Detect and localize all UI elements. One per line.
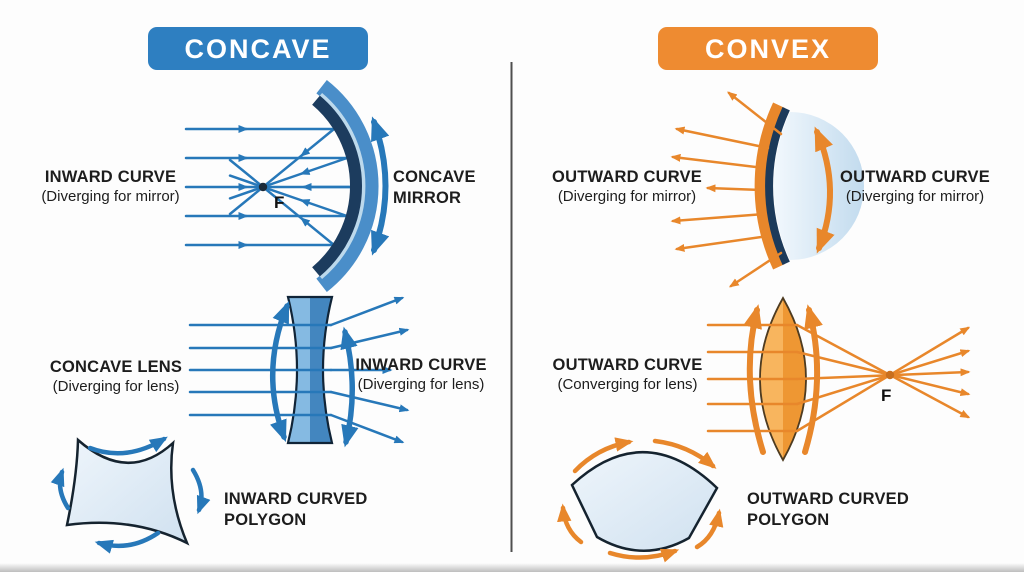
label-title: INWARD CURVE (44, 168, 177, 186)
focal-point (885, 370, 895, 380)
curve-arrow-left (557, 503, 584, 545)
curve-arrow-bottom-right (694, 508, 724, 550)
curvature-arrow (814, 126, 835, 254)
convex-mirror-surface (765, 107, 790, 265)
label-title: CONCAVE LENS (49, 358, 183, 376)
label-sub: (Diverging for mirror) (41, 188, 180, 205)
curvature-arrow-left (743, 304, 766, 455)
outward-polygon-diagram (557, 437, 724, 563)
convex-mirror-diagram (670, 91, 864, 288)
incident-rays (188, 323, 333, 417)
concave-lens-right-label: INWARD CURVE (Diverging for lens) (333, 355, 509, 394)
focal-label-concave-mirror: F (274, 193, 285, 212)
curve-arrow-top-right (652, 438, 717, 469)
outward-polygon-label: OUTWARD CURVED POLYGON (747, 490, 909, 529)
diverging-rays (670, 91, 783, 288)
concave-mirror-body (316, 80, 379, 292)
concave-lens-diagram (188, 295, 410, 448)
convex-mirror-back (754, 102, 785, 270)
curve-arrow-bottom (94, 530, 161, 554)
curvature-arrow-left (270, 300, 290, 443)
curve-arrow-bottom (607, 548, 680, 563)
label-title: OUTWARD CURVE (552, 168, 702, 186)
convex-lens-diagram (706, 296, 971, 462)
label-sub: (Diverging for mirror) (845, 188, 985, 205)
curvature-arrow-right (802, 304, 823, 455)
concave-banner: CONCAVE (148, 27, 368, 70)
focal-label-convex-lens: F (881, 386, 892, 405)
concave-lens-left-label: CONCAVE LENS (Diverging for lens) (26, 357, 206, 396)
label-sub: (Converging for lens) (557, 376, 698, 393)
label-sub: (Diverging for lens) (357, 376, 485, 393)
concave-mirror-surface (312, 95, 362, 277)
concave-mirror-right-label: CONCAVE MIRROR (393, 168, 476, 207)
label-sub: (Diverging for lens) (52, 378, 180, 395)
convex-mirror-left-label: OUTWARD CURVE (Diverging for mirror) (537, 167, 717, 206)
inward-polygon-shape (65, 437, 190, 546)
bottom-edge-fade (0, 563, 1024, 572)
label-sub: (Diverging for mirror) (557, 188, 697, 205)
convex-banner: CONVEX (658, 27, 878, 70)
curve-arrow-right (190, 467, 211, 515)
outward-polygon-shape (570, 451, 719, 552)
inward-polygon-diagram (50, 436, 211, 554)
curvature-arrow (371, 116, 390, 256)
curve-arrow-top (87, 436, 168, 456)
convex-mirror-right-label: OUTWARD CURVE (Diverging for mirror) (825, 167, 1005, 206)
focal-point (258, 182, 268, 192)
label-title: INWARD CURVE (355, 356, 487, 374)
converging-rays (795, 323, 971, 433)
inward-polygon-label: INWARD CURVED POLYGON (224, 490, 368, 529)
label-title: OUTWARD CURVE (840, 168, 990, 186)
curve-arrow-left (50, 467, 71, 511)
curve-arrow-top-left (572, 437, 634, 474)
concave-mirror-highlight (319, 92, 366, 280)
label-title: OUTWARD CURVE (552, 356, 703, 374)
concave-mirror-left-label: INWARD CURVE (Diverging for mirror) (18, 167, 203, 206)
concave-mirror-diagram (184, 80, 390, 292)
curvature-arrow-right (340, 326, 359, 448)
convex-lens-left-label: OUTWARD CURVE (Converging for lens) (535, 355, 720, 394)
